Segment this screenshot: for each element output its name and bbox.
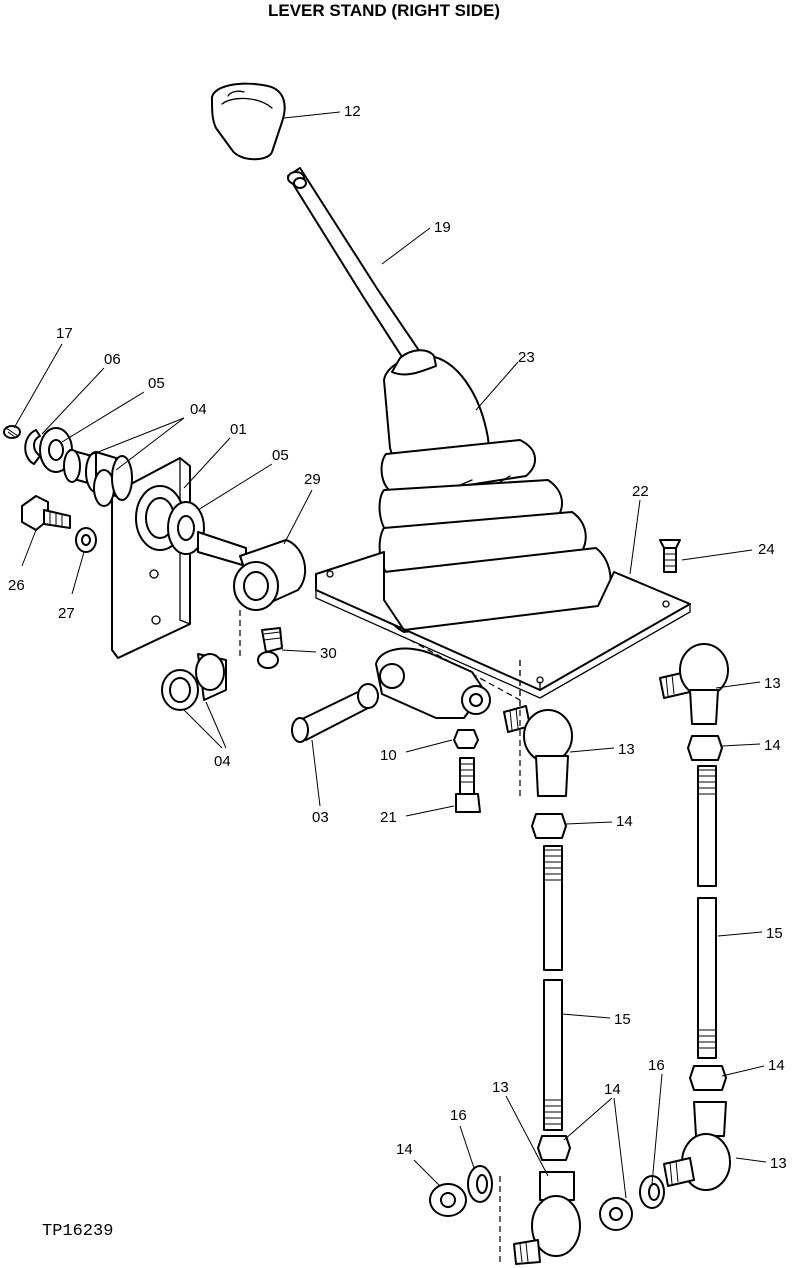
part-29-lever-base bbox=[233, 539, 307, 660]
part-13-ball-joint-lower-right bbox=[663, 1101, 731, 1191]
callout-06: 06 bbox=[104, 351, 121, 368]
part-05-washer-right bbox=[167, 501, 205, 555]
callout-14-mid: 14 bbox=[616, 813, 633, 830]
part-12-knob bbox=[211, 82, 286, 161]
callout-14-bottom-mid: 14 bbox=[604, 1081, 621, 1098]
callout-14-bottom-left: 14 bbox=[396, 1141, 413, 1158]
part-17-pin bbox=[3, 425, 21, 439]
part-04-bushings-bottom bbox=[161, 653, 227, 711]
callout-16-left: 16 bbox=[450, 1107, 467, 1124]
part-14-nut-bottom-mid bbox=[537, 1135, 571, 1161]
callout-04-lower: 04 bbox=[214, 753, 231, 770]
callout-03: 03 bbox=[312, 809, 329, 826]
part-13-ball-joint-mid bbox=[503, 705, 573, 797]
part-04-bushings-left bbox=[63, 449, 133, 507]
callout-15-right: 15 bbox=[766, 925, 783, 942]
part-16-snap-ring-left bbox=[467, 1165, 493, 1203]
callout-14-upper-right: 14 bbox=[764, 737, 781, 754]
callout-05-upper: 05 bbox=[148, 375, 165, 392]
part-26-bolt bbox=[21, 495, 71, 531]
part-13-ball-joint-bottom-mid bbox=[513, 1171, 581, 1265]
callout-23: 23 bbox=[518, 349, 535, 366]
callout-10: 10 bbox=[380, 747, 397, 764]
part-15-rod-mid bbox=[543, 845, 563, 1131]
part-arm-block bbox=[375, 647, 491, 719]
part-21-bolt bbox=[455, 757, 481, 813]
part-14-nut-lower-right bbox=[689, 1065, 727, 1091]
callout-01: 01 bbox=[230, 421, 247, 438]
callout-16-right: 16 bbox=[648, 1057, 665, 1074]
diagram-title: LEVER STAND (RIGHT SIDE) bbox=[268, 1, 500, 20]
part-14-nut-bottom-right bbox=[599, 1197, 633, 1231]
callout-13-bottom-mid: 13 bbox=[492, 1079, 509, 1096]
part-27-washer bbox=[75, 527, 97, 553]
callout-12: 12 bbox=[344, 103, 361, 120]
callout-26: 26 bbox=[8, 577, 25, 594]
callout-17: 17 bbox=[56, 325, 73, 342]
callout-13-upper-right: 13 bbox=[764, 675, 781, 692]
part-13-ball-joint-upper-right bbox=[659, 643, 729, 725]
leader-lines bbox=[13, 111, 767, 1199]
callout-13-mid: 13 bbox=[618, 741, 635, 758]
callout-04-upper: 04 bbox=[190, 401, 207, 418]
part-23-boot bbox=[378, 349, 612, 633]
callout-21: 21 bbox=[380, 809, 397, 826]
part-19-lever bbox=[287, 167, 421, 361]
callout-15-mid: 15 bbox=[614, 1011, 631, 1028]
part-03-pin bbox=[291, 683, 379, 743]
callout-13-lower-right: 13 bbox=[770, 1155, 787, 1172]
part-14-nut-upper-right bbox=[687, 735, 723, 761]
callout-30: 30 bbox=[320, 645, 337, 662]
callout-05-right: 05 bbox=[272, 447, 289, 464]
part-shaft bbox=[197, 531, 247, 567]
part-14-nut-bottom-left bbox=[429, 1183, 467, 1217]
callout-24: 24 bbox=[758, 541, 775, 558]
figure-code: TP16239 bbox=[42, 1222, 113, 1241]
part-10-nut bbox=[453, 729, 479, 749]
part-24-screw bbox=[659, 539, 681, 573]
callout-29: 29 bbox=[304, 471, 321, 488]
part-16-snap-ring-right bbox=[639, 1175, 665, 1209]
callout-14-lower-right: 14 bbox=[768, 1057, 785, 1074]
callout-19: 19 bbox=[434, 219, 451, 236]
part-15-rod-right bbox=[697, 765, 717, 1059]
part-06-snap-ring bbox=[24, 429, 41, 465]
part-14-nut-mid bbox=[531, 813, 567, 839]
callout-27: 27 bbox=[58, 605, 75, 622]
part-30-grease-fitting bbox=[257, 627, 283, 669]
callout-numbers: 12 19 23 17 06 05 04 01 05 29 22 24 26 2… bbox=[8, 103, 787, 1172]
callout-22: 22 bbox=[632, 483, 649, 500]
